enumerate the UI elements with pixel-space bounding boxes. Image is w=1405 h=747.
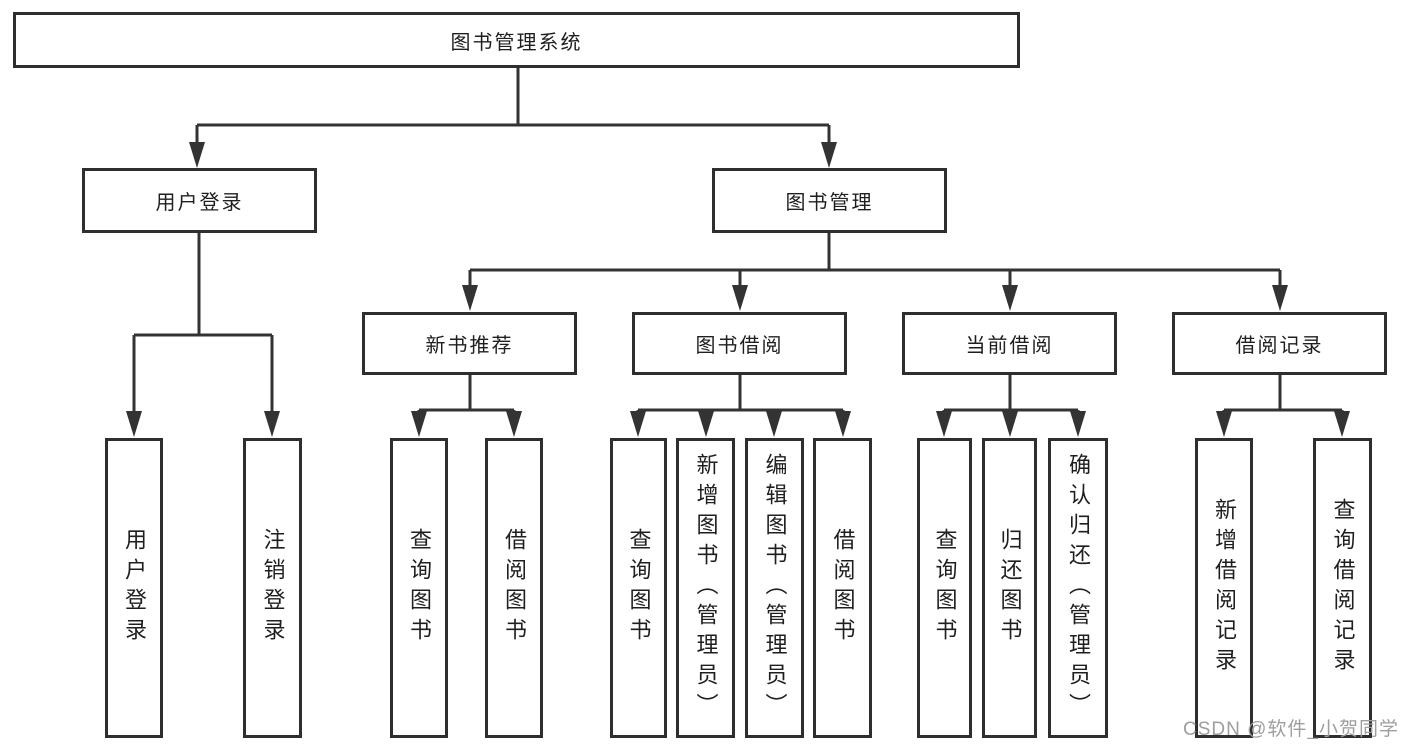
leaf-current-return-books-label: 归还图书 [997,528,1023,648]
leaf-borrow-add-books-admin: 新增图书（管理员） [676,438,735,738]
arrowheads-records-group [1216,411,1350,437]
leaf-logout: 注销登录 [243,438,302,738]
arrowheads-level2 [189,142,837,168]
leaf-borrow-edit-books-admin: 编辑图书（管理员） [745,438,804,738]
leaf-records-query-record: 查询借阅记录 [1313,438,1372,738]
leaf-logout-label: 注销登录 [260,528,286,648]
leaf-borrow-borrow-books: 借阅图书 [813,438,872,738]
leaf-borrow-add-books-admin-label: 新增图书（管理员） [693,453,719,723]
connector-book-mgmt-to-level3 [468,233,1282,292]
leaf-current-query-books: 查询图书 [917,438,972,738]
arrowheads-newbook-group [411,411,522,437]
node-borrow-records: 借阅记录 [1172,312,1387,375]
node-user-login-label: 用户登录 [155,192,244,214]
leaf-borrow-query-books-label: 查询图书 [626,528,652,648]
connector-newbook-group [417,375,516,420]
leaf-newbook-query-books: 查询图书 [390,438,448,738]
leaf-current-return-books: 归还图书 [982,438,1037,738]
arrowheads-level3 [462,285,1288,311]
leaf-newbook-query-books-label: 查询图书 [407,528,432,648]
leaf-borrow-edit-books-admin-label: 编辑图书（管理员） [762,453,788,723]
node-user-login: 用户登录 [82,168,317,233]
node-book-borrow: 图书借阅 [632,312,847,375]
node-new-book-recommend: 新书推荐 [362,312,577,375]
connector-user-login-group [132,233,274,418]
connector-records-group [1222,375,1344,420]
leaf-current-confirm-return-admin: 确认归还（管理员） [1048,438,1108,738]
leaf-current-query-books-label: 查询图书 [932,528,958,648]
arrowheads-bookborrow-group [630,411,851,437]
arrowheads-user-login-group [126,411,280,437]
node-current-borrow-label: 当前借阅 [965,335,1054,357]
connector-bookborrow-group [636,375,845,420]
leaf-current-confirm-return-admin-label: 确认归还（管理员） [1066,453,1091,723]
leaf-newbook-borrow-books-label: 借阅图书 [502,528,527,648]
leaf-borrow-borrow-books-label: 借阅图书 [830,528,856,648]
leaf-borrow-query-books: 查询图书 [610,438,667,738]
node-system-root: 图书管理系统 [13,12,1020,68]
node-book-management: 图书管理 [712,168,947,233]
node-book-borrow-label: 图书借阅 [695,335,784,357]
leaf-user-login: 用户登录 [105,438,163,738]
connector-root-to-level2 [195,68,831,148]
leaf-records-query-record-label: 查询借阅记录 [1330,498,1356,678]
leaf-records-add-record-label: 新增借阅记录 [1212,498,1237,678]
node-book-management-label: 图书管理 [785,192,874,214]
node-system-root-label: 图书管理系统 [450,31,583,54]
leaf-user-login-label: 用户登录 [122,528,147,648]
leaf-records-add-record: 新增借阅记录 [1195,438,1253,738]
arrowheads-currentborrow-group [936,411,1086,437]
leaf-newbook-borrow-books: 借阅图书 [485,438,543,738]
node-current-borrow: 当前借阅 [902,312,1117,375]
node-borrow-records-label: 借阅记录 [1235,335,1324,357]
node-new-book-recommend-label: 新书推荐 [425,335,514,357]
csdn-watermark: CSDN @软件_小贺同学 [1183,719,1399,740]
